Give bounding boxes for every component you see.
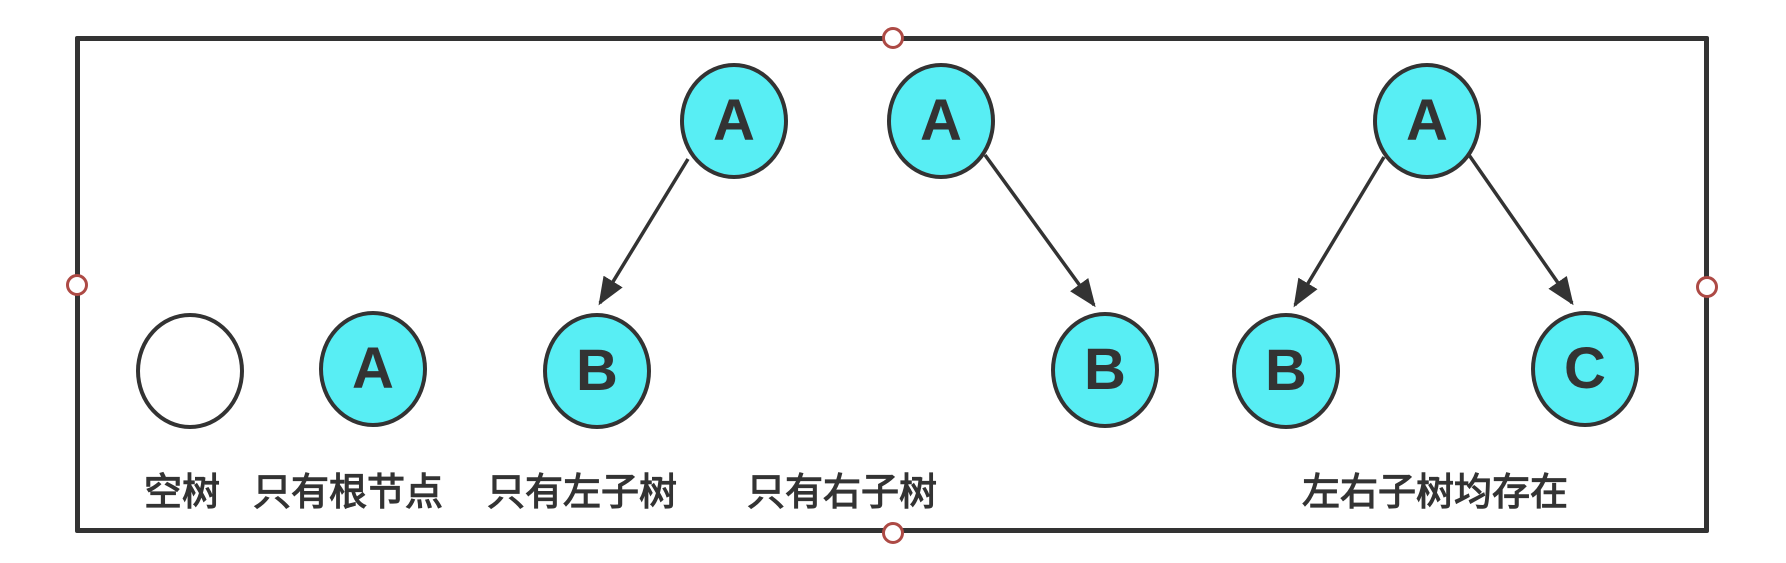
node-label: A [713,88,755,153]
node-both-tree-c[interactable]: C [1531,311,1639,427]
node-left-tree-b[interactable]: B [543,313,651,429]
caption-both-subtrees: 左右子树均存在 [1301,472,1569,514]
selection-handle-bottom-icon[interactable] [882,522,904,544]
caption-root-only: 只有根节点 [252,472,444,514]
node-right-tree-a[interactable]: A [887,63,995,179]
selection-handle-left-icon[interactable] [66,274,88,296]
node-label: A [1406,88,1448,153]
node-both-tree-b[interactable]: B [1232,313,1340,429]
node-right-tree-b[interactable]: B [1051,312,1159,428]
caption-left-subtree-only: 只有左子树 [486,472,678,514]
selection-handle-right-icon[interactable] [1696,276,1718,298]
node-root-only-a[interactable]: A [319,311,427,427]
caption-empty-tree: 空树 [143,472,221,514]
node-label: B [1084,337,1126,402]
node-label: B [576,338,618,403]
node-label: A [920,88,962,153]
node-left-tree-a[interactable]: A [680,63,788,179]
node-empty-circle[interactable] [136,313,244,429]
selection-handle-top-icon[interactable] [882,27,904,49]
node-both-tree-a[interactable]: A [1373,63,1481,179]
node-label: C [1564,336,1606,401]
node-label: A [352,336,394,401]
node-label: B [1265,338,1307,403]
caption-right-subtree-only: 只有右子树 [746,472,938,514]
